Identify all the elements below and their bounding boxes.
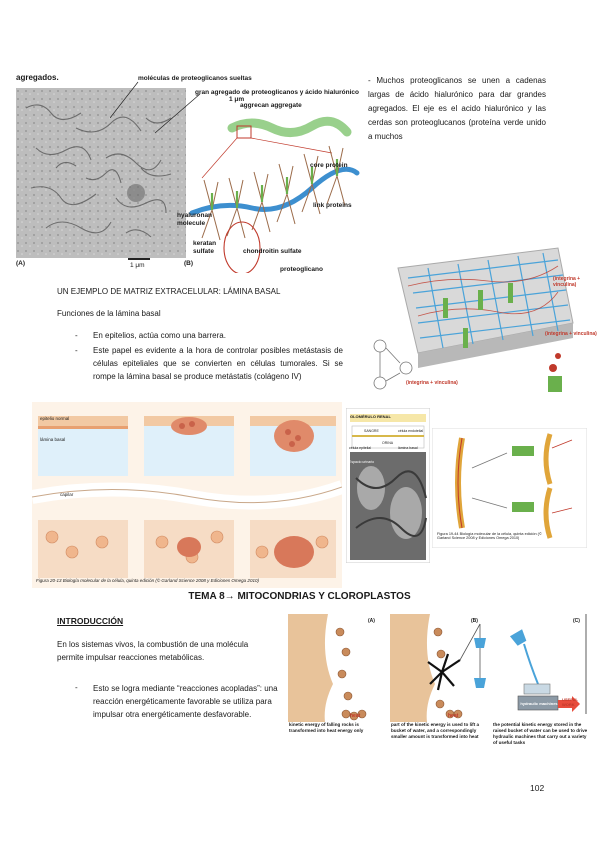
glomerulus-figure (345, 407, 431, 564)
basal-bullet: -En epitelios, actúa como una barrera. (75, 331, 226, 340)
callout-aggregate: gran agregado de proteoglicanos y ácido … (195, 89, 359, 96)
hyaluronan-label: hyaluronan molecule (177, 212, 213, 227)
regeneration-caption: Figura 19-44 Biología molecular de la cé… (437, 532, 542, 540)
aggrecan-label: aggrecan aggregate (240, 102, 302, 109)
energy-machine-label: hydraulic machines (520, 701, 558, 706)
integrin-label-3: (integrina + vinculina) (406, 380, 458, 386)
aggrecan-diagram (182, 98, 367, 275)
basal-section-title: UN EJEMPLO DE MATRIZ EXTRACELULAR: LÁMIN… (57, 287, 281, 296)
metastasis-label-capillary: capilar (60, 492, 74, 497)
energy-tag-c: (C) (573, 618, 580, 624)
basal-lamina-3d-figure (358, 228, 586, 398)
intro-paragraph: En los sistemas vivos, la combustión de … (57, 640, 249, 662)
glomerulus-label-urine: ORINA (382, 441, 394, 445)
glomerulus-label-blood: SANGRE (364, 429, 379, 433)
metastasis-label-epithelium: epitelio normal (40, 416, 70, 421)
energy-figure (288, 614, 590, 764)
glomerulus-label-lamina: lámina basal (398, 446, 418, 450)
scale-label-a: 1 μm (130, 262, 145, 269)
tema-title: TEMA 8→ MITOCONDRIAS Y CLOROPLASTOS (188, 591, 411, 602)
callout-arrows (110, 81, 201, 134)
micrograph-a (16, 88, 186, 258)
fig-label-b: (B) (184, 260, 194, 267)
energy-heat-a: heat (350, 713, 361, 719)
energy-tag-a: (A) (368, 618, 375, 624)
energy-heat-b: heat (448, 713, 459, 719)
glomerulus-label-urinary-space: Espacio urinario (349, 460, 375, 464)
metastasis-label-lamina: lámina basal (40, 437, 66, 442)
basal-section-subtitle: Funciones de la lámina basal (57, 309, 161, 318)
regeneration-figure (431, 427, 588, 549)
intro-heading: INTRODUCCIÓN (57, 616, 124, 626)
right-note: - Muchos proteoglicanos se unen a cadena… (368, 76, 546, 141)
energy-caption-a: kinetic energy of falling rocks is trans… (289, 722, 364, 733)
energy-caption-b: part of the kinetic energy is used to li… (391, 722, 480, 739)
proteoglicano-label: proteoglicano (280, 266, 323, 273)
intro-bullet: Esto se logra mediante “reacciones acopl… (93, 684, 278, 719)
basal-bullets: -En epitelios, actúa como una barrera. -… (75, 329, 343, 383)
chondroitin-label: chondroitin sulfate (243, 248, 302, 255)
scale-bar-a (128, 258, 150, 260)
keratan-label: keratan sulfate (193, 240, 217, 255)
energy-useful-label: USEFUL WORK (562, 697, 578, 707)
link-proteins-label: link proteins (313, 202, 352, 209)
page-number: 102 (530, 783, 545, 793)
glomerulus-label-endothelial: célula endotelial (398, 429, 424, 433)
fig-label-a: (A) (16, 260, 26, 267)
core-protein-label: core protein (310, 162, 348, 169)
figure-heading: agregados. (16, 73, 59, 82)
metastasis-figure (30, 402, 345, 588)
integrin-label-1: (integrina + vinculina) (553, 276, 581, 288)
energy-caption-c: the potential kinetic energy stored in t… (493, 722, 588, 745)
glomerulus-title: GLOMÉRULO RENAL (350, 414, 391, 419)
energy-tag-b: (B) (471, 618, 478, 624)
integrin-label-2: (integrina + vinculina) (545, 331, 597, 337)
intro-bullet-dash: - (75, 683, 78, 692)
basal-bullet: -Este papel es evidente a la hora de con… (75, 346, 343, 381)
metastasis-caption: Figura 20-13 Biología molecular de la cé… (36, 578, 259, 583)
callout-loose: moléculas de proteoglicanos sueltas (138, 75, 252, 82)
glomerulus-label-epithelial: célula epitelial (349, 446, 371, 450)
scale-label-b: 1 μm (229, 96, 245, 103)
